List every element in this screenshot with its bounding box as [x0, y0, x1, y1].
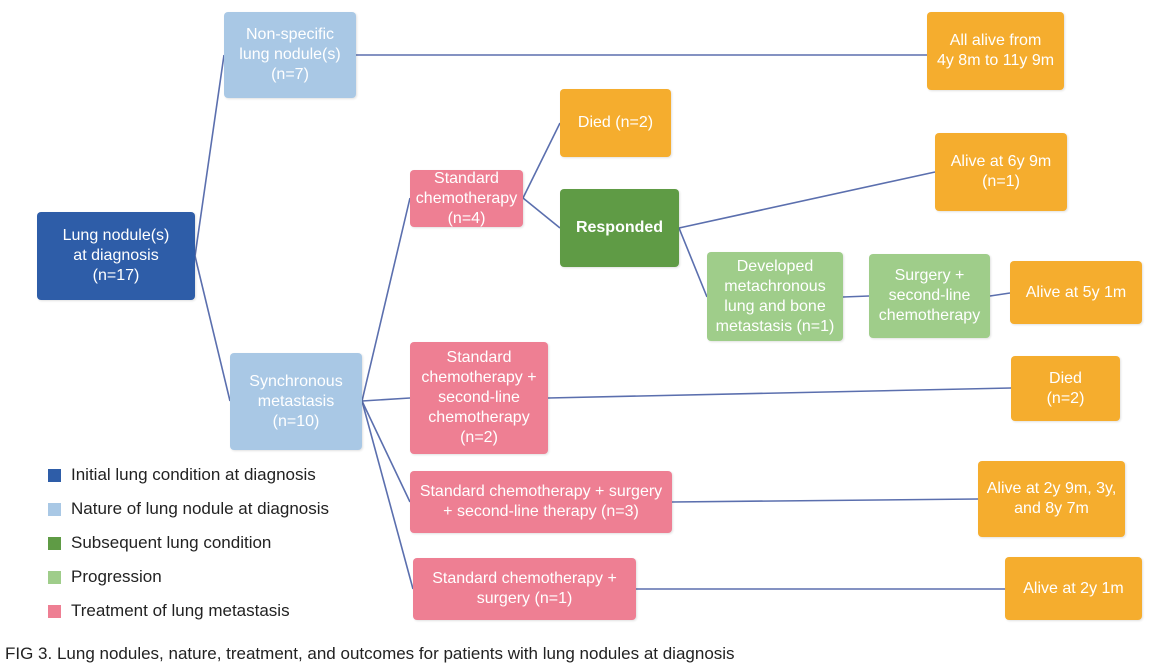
- connector-line: [194, 255, 231, 402]
- legend-item: Progression: [48, 560, 329, 594]
- legend-item: Initial lung condition at diagnosis: [48, 458, 329, 492]
- legend-item: Nature of lung nodule at diagnosis: [48, 492, 329, 526]
- connector-line: [842, 295, 870, 298]
- node-surgery-second-line-chemo: Surgery + second-line chemotherapy: [869, 254, 990, 338]
- node-all-alive: All alive from 4y 8m to 11y 9m: [927, 12, 1064, 90]
- legend-swatch-nature: [48, 502, 61, 516]
- node-standard-chemo-surgery: Standard chemotherapy + surgery (n=1): [413, 558, 636, 620]
- connector-line: [361, 197, 411, 402]
- legend-swatch-subsequent: [48, 536, 61, 550]
- node-standard-chemotherapy: Standard chemotherapy (n=4): [410, 170, 523, 227]
- legend-label: Initial lung condition at diagnosis: [71, 465, 316, 484]
- node-synchronous-metastasis: Synchronous metastasis (n=10): [230, 353, 362, 450]
- connector-line: [678, 171, 936, 229]
- legend-label: Subsequent lung condition: [71, 533, 272, 552]
- legend-label: Progression: [71, 567, 162, 586]
- node-alive-multiple: Alive at 2y 9m, 3y, and 8y 7m: [978, 461, 1125, 537]
- legend-label: Nature of lung nodule at diagnosis: [71, 499, 330, 518]
- node-alive-6y9m: Alive at 6y 9m (n=1): [935, 133, 1067, 211]
- connector-line: [989, 292, 1011, 297]
- node-lung-nodules-at-diagnosis: Lung nodule(s) at diagnosis (n=17): [37, 212, 195, 300]
- node-standard-chemo-second-line: Standard chemotherapy + second-line chem…: [410, 342, 548, 454]
- connector-line: [361, 400, 414, 590]
- connector-line: [678, 227, 708, 298]
- legend-swatch-initial: [48, 468, 61, 482]
- connector-line: [671, 498, 979, 503]
- node-died-standard-chemo: Died (n=2): [560, 89, 671, 157]
- legend-swatch-progression: [48, 570, 61, 584]
- legend-label: Treatment of lung metastasis: [71, 601, 290, 620]
- connector-line: [547, 387, 1012, 399]
- legend-item: Treatment of lung metastasis: [48, 594, 329, 628]
- figure-caption: FIG 3. Lung nodules, nature, treatment, …: [5, 644, 735, 663]
- node-died-second-line: Died (n=2): [1011, 356, 1120, 421]
- connector-line: [361, 400, 411, 503]
- node-developed-metachronous-metastasis: Developed metachronous lung and bone met…: [707, 252, 843, 341]
- connector-line: [522, 122, 561, 199]
- connector-line: [194, 54, 225, 257]
- legend-swatch-treatment: [48, 604, 61, 618]
- legend-item: Subsequent lung condition: [48, 526, 329, 560]
- node-alive-2y1m: Alive at 2y 1m: [1005, 557, 1142, 620]
- node-non-specific-lung-nodules: Non-specific lung nodule(s) (n=7): [224, 12, 356, 98]
- connector-line: [361, 397, 411, 402]
- node-standard-chemo-surgery-second-line: Standard chemotherapy + surgery + second…: [410, 471, 672, 533]
- legend: Initial lung condition at diagnosis Natu…: [48, 458, 329, 628]
- node-alive-5y1m: Alive at 5y 1m: [1010, 261, 1142, 324]
- node-responded: Responded: [560, 189, 679, 267]
- connector-line: [522, 197, 561, 229]
